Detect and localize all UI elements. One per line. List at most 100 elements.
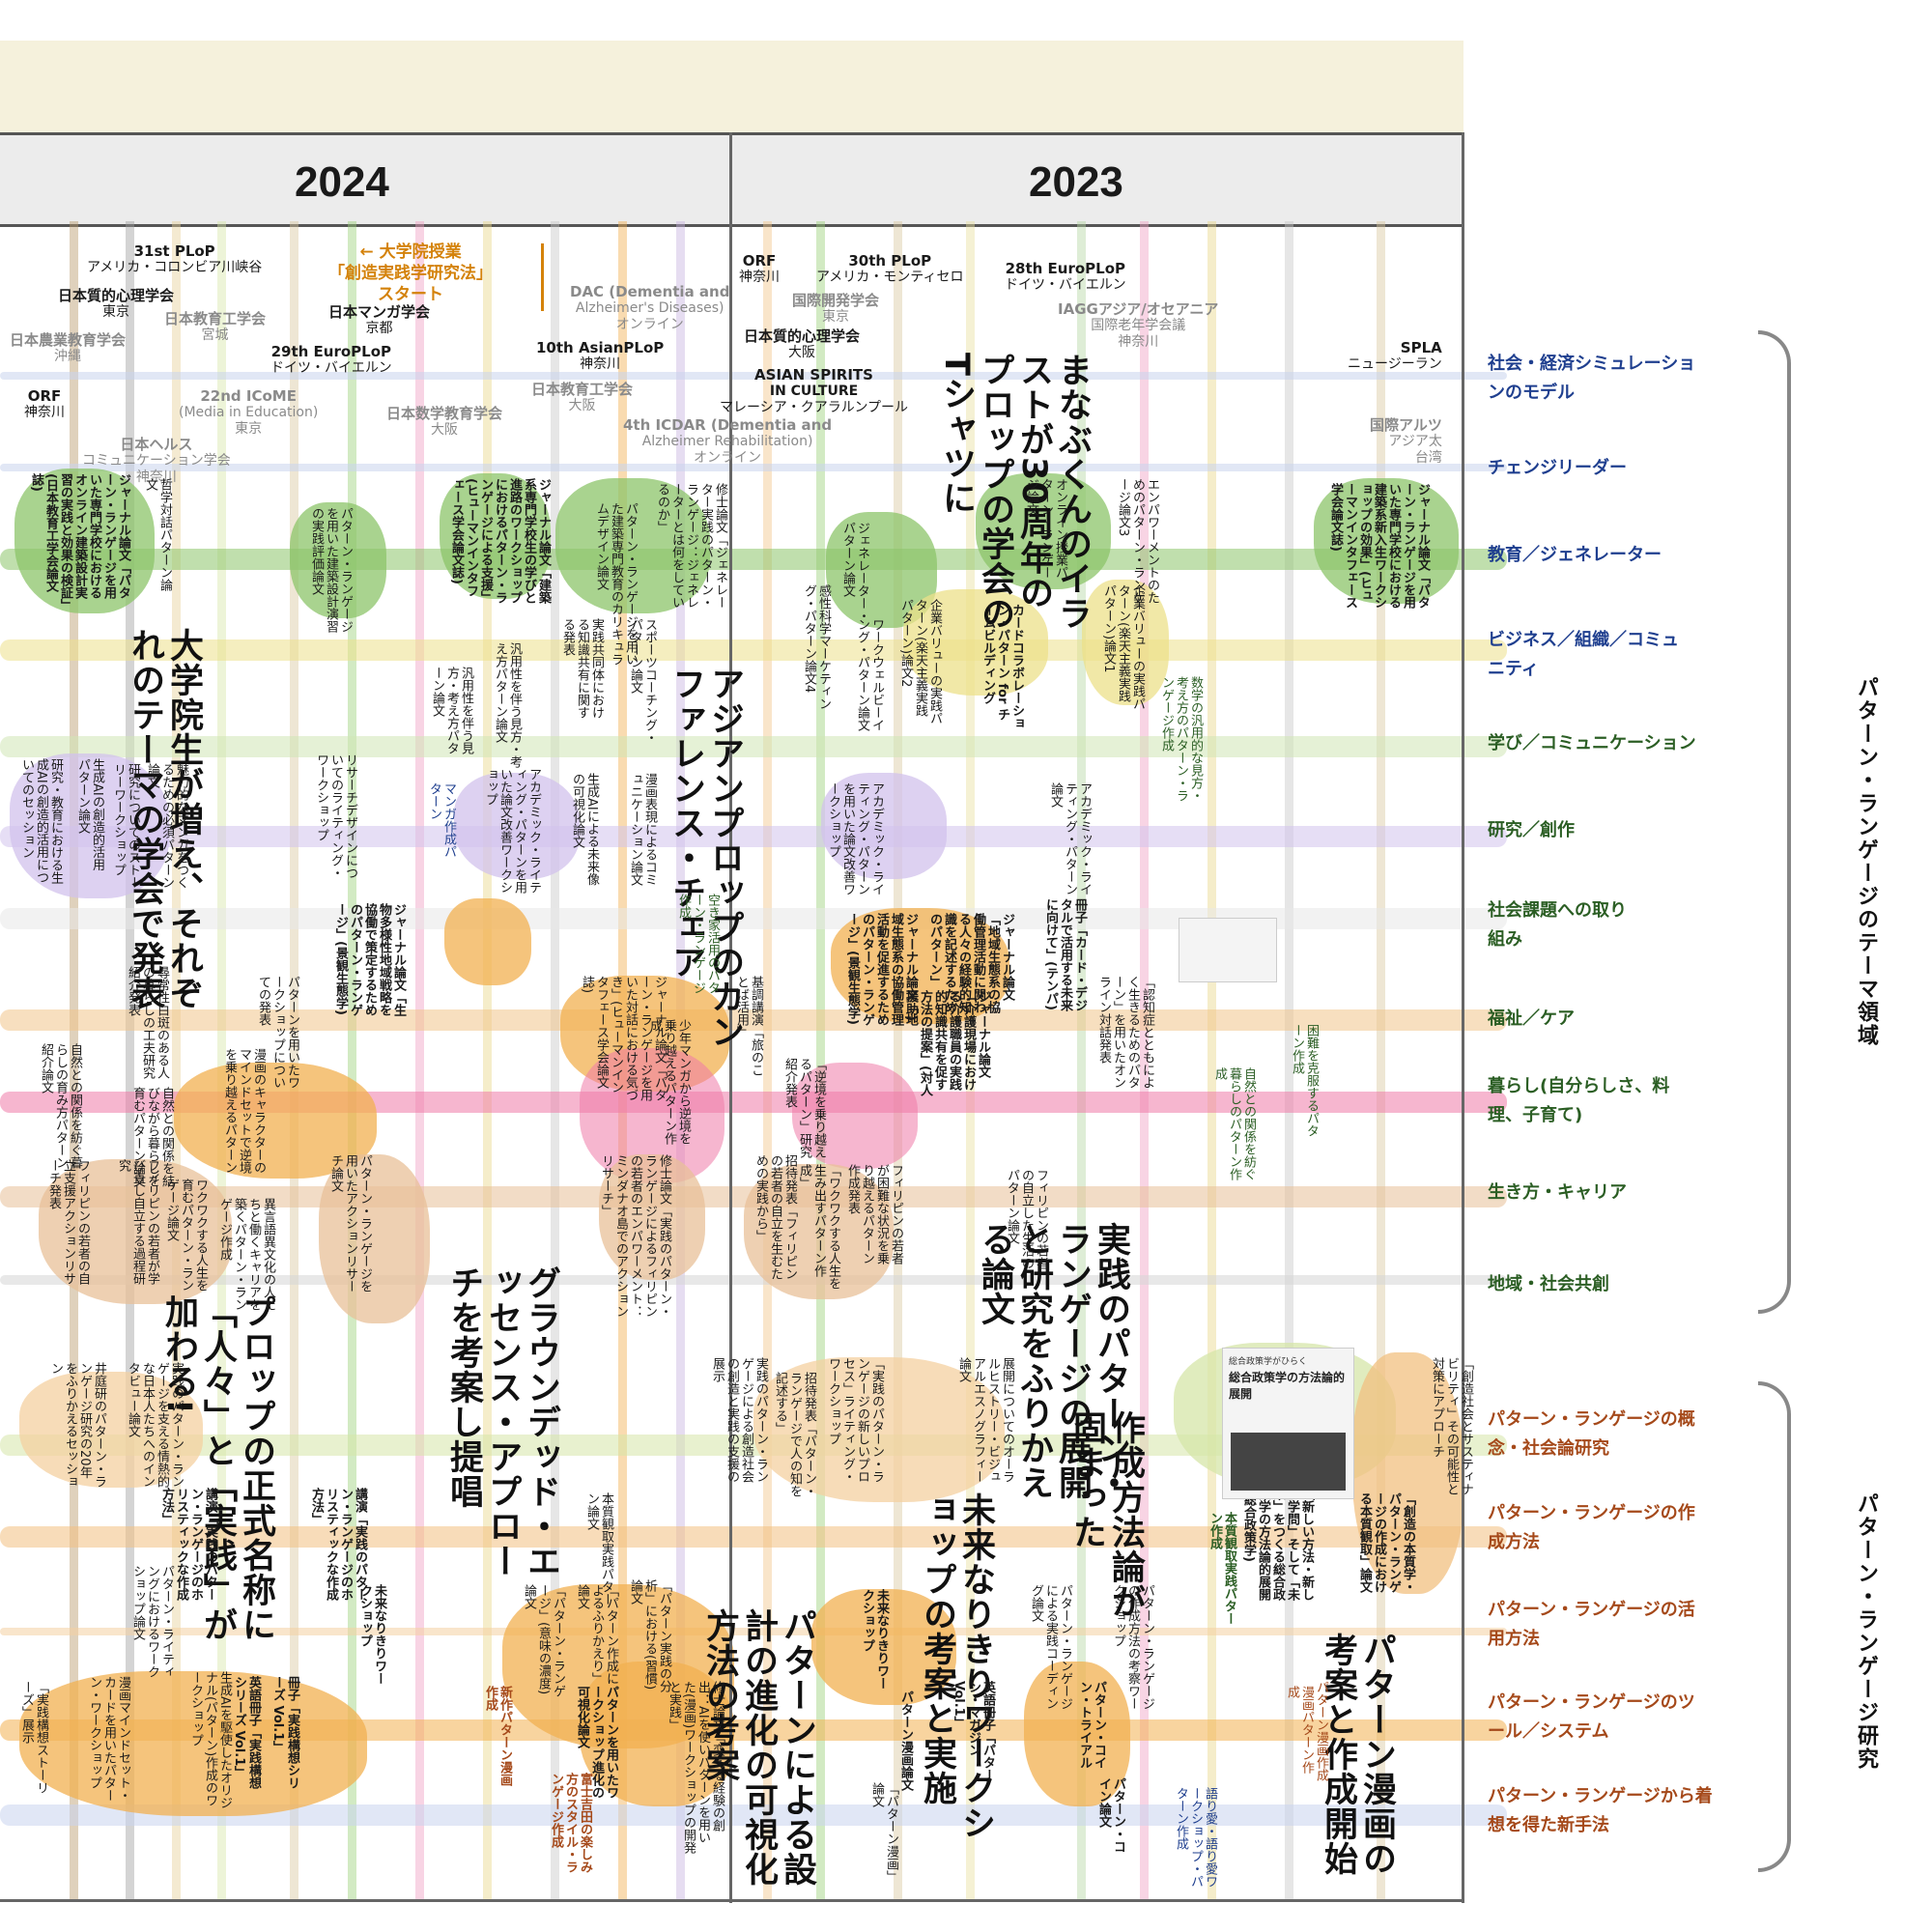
big-note-pattern-manga: パターン漫画の考案と作成開始 xyxy=(1319,1633,1396,1876)
book-title: 総合政策学の方法論的展開 xyxy=(1229,1371,1346,1401)
book-series: 総合政策学がひらく xyxy=(1229,1357,1308,1367)
theme-band xyxy=(0,549,1507,570)
event-manga-society: 日本マンガ学会京都 xyxy=(328,303,431,337)
item-blob xyxy=(753,1357,1005,1502)
big-note-reflection-paper: 実践のパターン・ランゲージの展開と研究をふりかえる論文 xyxy=(976,1222,1130,1500)
theme-label: ビジネス／組織／コミュニティ xyxy=(1488,630,1679,679)
event-jqp-2023: 日本質的心理学会大阪 xyxy=(744,327,861,361)
event-jset-2023: 日本教育工学会大阪 xyxy=(531,381,634,414)
theme-group-title: パターン・ランゲージのテーマ領域 xyxy=(1854,676,1878,1047)
year-2023: 2023 xyxy=(1029,158,1123,206)
item: パターン・コイン論文 xyxy=(1096,1777,1125,1853)
item: 哲学対話パターン論文 xyxy=(143,478,172,591)
item: ジャーナル論文「地域生態系の協働管理活動に関わる人々の経験的知識を記述するための… xyxy=(927,913,1014,1013)
item: 生成AIを駆使したオリジナル(パターン)作成のワークショップ xyxy=(188,1671,232,1809)
big-note-future-workshop: 未来なりきりワークショップの考案と実施 xyxy=(918,1492,995,1840)
theme-band xyxy=(0,826,1507,847)
timeline-line xyxy=(415,221,424,1899)
course-start-line xyxy=(541,243,544,311)
item: 困難を克服するパターン作成 xyxy=(1290,1024,1319,1137)
item: 新作パターン漫画作成 xyxy=(483,1686,512,1786)
big-note-plop-name: プロップの正式名称に「人々」と「実践」が加わる! xyxy=(159,1294,275,1642)
timeline-line xyxy=(126,221,134,1899)
item-blob xyxy=(831,908,1009,1024)
big-note-method-fixed: 作成方法論が固まった xyxy=(1067,1410,1145,1619)
year-divider xyxy=(729,132,732,1903)
item: 講演「実践のパターン・ランゲージのホリスティックな作成方法」 xyxy=(159,1488,217,1601)
item: 英語冊子「パターン・マガジン Vol.1」 xyxy=(952,1681,995,1781)
item: ジャーナル論文「建築系専門学校生の学びと進路のワークショップにおけるパターン・ラ… xyxy=(449,478,551,604)
timeline-line xyxy=(894,221,902,1899)
item-blob xyxy=(580,1662,734,1806)
timeline-line xyxy=(816,221,825,1899)
item-blob xyxy=(1024,1662,1130,1806)
item-blob xyxy=(903,589,1048,696)
event-jset-2024: 日本教育工学会宮城 xyxy=(164,310,267,344)
theme-label: 学び／コミュニケーション xyxy=(1488,733,1696,753)
item: 講演「実践のパターン・ランゲージのホリスティックな作成方法」 xyxy=(309,1488,367,1601)
item: ジャーナル論文「地域生態系の協働管理活動を促進するためのパターン・ランゲージ」(… xyxy=(845,913,918,1026)
big-note-grad-students: 大学院生が増え、それぞれのテーマの学会で発表 xyxy=(126,628,203,1010)
item: スポーツコーチング・パターン論文 xyxy=(628,618,657,744)
timeline-line xyxy=(172,221,181,1899)
item-blob xyxy=(454,773,580,879)
research-group-title: パターン・ランゲージ研究 xyxy=(1854,1492,1878,1771)
item: フィリピンの若者の自立支援アクションリサーチ発表 xyxy=(46,1159,90,1285)
timeline-line xyxy=(1377,221,1385,1899)
item: 企業バリューの実践パターン(楽天主義実践パターン)論文2 xyxy=(898,599,942,724)
item: 漫画マインドセット・カードを用いたパターン・ワークショップ xyxy=(87,1676,130,1802)
item: パターン・ランゲージを用いたアクションリサーチ論文 xyxy=(328,1154,372,1293)
item: ワクワクする人生を育むパターン・ランゲージ論文 xyxy=(164,1179,208,1292)
item: アカデミック・ライティング・パターン論文 xyxy=(1048,782,1092,895)
theme-band xyxy=(0,1009,1507,1031)
theme-band xyxy=(0,1275,1507,1285)
theme-band xyxy=(0,736,1507,757)
item: マンガ作成パターン xyxy=(427,782,456,858)
theme-label: 研究／創作 xyxy=(1488,820,1575,840)
item: 英語冊子「実践構想シリーズ Vol.1」 xyxy=(232,1676,261,1789)
item-blob xyxy=(319,1154,430,1323)
research-group-bracket xyxy=(1758,1381,1791,1872)
item: 実践のパターン・ランゲージを支える情熱的な日本人たちへのインタビュー論文 xyxy=(126,1362,184,1488)
item: 企業バリューの実践パターン(楽天主義実践パターン)論文1 xyxy=(1101,584,1145,710)
item: 汎用性を伴う見方・考え方パターン論文 xyxy=(493,642,522,768)
timeline-line xyxy=(1208,221,1216,1899)
item: 本質観取実践パターン作成 xyxy=(1208,1512,1236,1625)
book-photo xyxy=(1231,1433,1346,1491)
item: 漫画パターン作成 xyxy=(1285,1686,1314,1774)
item: パターンを用いたワークショップについての発表 xyxy=(256,976,299,1089)
year-2024: 2024 xyxy=(295,158,389,206)
item-blob xyxy=(1352,1352,1463,1594)
item: ジャーナル論文「生物多様性地域戦略を協働で策定するためのパターン・ランゲージ」(… xyxy=(333,903,406,1016)
item-blob xyxy=(1082,580,1169,705)
timeline-line xyxy=(483,221,492,1899)
item-blob xyxy=(290,502,386,618)
item-blob xyxy=(1314,478,1459,604)
timeline-line xyxy=(217,221,226,1899)
item: エンパワーメントのためのパターン・ランゲージ論文3 xyxy=(1116,478,1159,604)
timeline-line xyxy=(551,221,559,1899)
item: 「逆境を乗り越えるパターン」研究紹介発表 xyxy=(782,1058,826,1158)
big-note-design-evolution: パターンによる設計の進化の可視化方法の考案 xyxy=(700,1608,816,1887)
item-blob xyxy=(811,1589,956,1705)
item-blob xyxy=(555,478,710,613)
theme-label: 社会・経済シミュレーションのモデル xyxy=(1488,354,1696,403)
theme-label: チェンジリーダー xyxy=(1488,458,1627,478)
theme-label: パターン・ランゲージのツール／システム xyxy=(1488,1692,1695,1742)
card-thumbnail xyxy=(1179,918,1277,982)
item-blob xyxy=(744,1164,894,1299)
item: 「パターン・ランゲージ」(意味の濃度)論文 xyxy=(522,1584,565,1697)
item: 未来なりきりワークショップ xyxy=(357,1584,386,1685)
item: 実践のパターン・ランゲージによる創造社会の創造と実践の支援の展示 xyxy=(710,1357,768,1483)
event-health-comm: 日本ヘルスコミュニケーション学会神奈川 xyxy=(82,436,231,486)
big-note-grounded-essence: グラウンデッド・エッセンス・アプローチを考案し提唱 xyxy=(444,1265,560,1578)
theme-band xyxy=(0,1628,1507,1635)
theme-band xyxy=(0,372,1507,380)
item: 自然との関係を結びながら暮らしを育むパターン論文 xyxy=(130,1087,174,1187)
